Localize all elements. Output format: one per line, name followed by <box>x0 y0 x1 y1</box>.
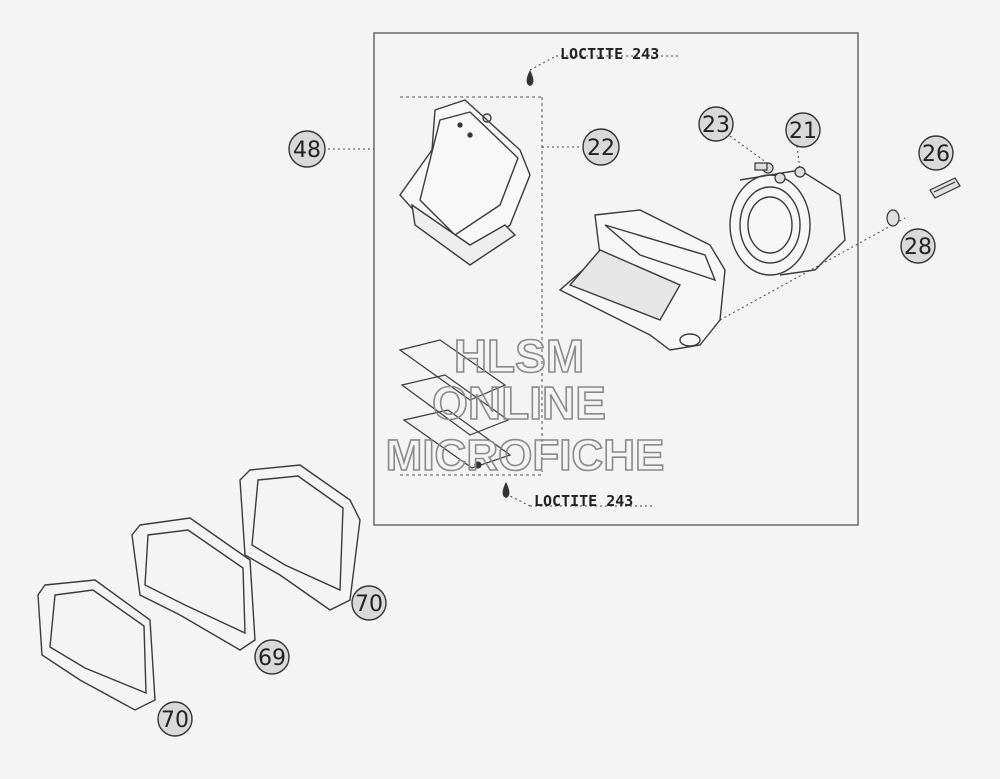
watermark-line2: ONLINE <box>432 377 606 429</box>
callout-23[interactable]: 23 <box>698 106 734 142</box>
callout-21[interactable]: 21 <box>785 112 821 148</box>
loctite-note-top: LOCTITE 243 <box>560 45 659 63</box>
watermark-line3: MICROFICHE <box>386 431 665 480</box>
clamp-screws <box>754 162 806 184</box>
leader-lines <box>328 55 906 507</box>
gasket-middle <box>131 517 256 651</box>
washer-part <box>886 209 900 227</box>
callout-69[interactable]: 69 <box>254 639 290 675</box>
callout-28[interactable]: 28 <box>900 228 936 264</box>
callout-26[interactable]: 26 <box>918 135 954 171</box>
assembly-frame <box>373 32 859 526</box>
callout-26-label: 26 <box>922 142 950 167</box>
callout-22-label: 22 <box>587 136 615 161</box>
callout-70-lower-label: 70 <box>161 708 189 733</box>
watermark: HLSM ONLINE MICROFICHE <box>385 329 665 481</box>
reed-block-housing <box>558 209 726 351</box>
reed-petal-assembly <box>399 99 531 266</box>
callout-70-lower[interactable]: 70 <box>157 701 193 737</box>
reed-petals-lower <box>398 339 512 469</box>
loctite-drop-bottom <box>502 482 510 498</box>
gasket-front <box>37 579 156 711</box>
gasket-back <box>239 464 361 611</box>
loctite-note-bottom: LOCTITE 243 <box>534 492 633 510</box>
reed-subassembly-bracket <box>400 96 543 476</box>
callout-23-label: 23 <box>702 113 730 138</box>
watermark-line1: HLSM <box>454 330 584 382</box>
callout-21-label: 21 <box>789 119 817 144</box>
intake-boot <box>729 169 846 276</box>
callout-48[interactable]: 48 <box>288 130 326 168</box>
callout-70-upper-label: 70 <box>355 592 383 617</box>
callout-69-label: 69 <box>258 646 286 671</box>
callout-22[interactable]: 22 <box>582 128 620 166</box>
bolt-part <box>929 177 961 199</box>
callout-70-upper[interactable]: 70 <box>351 585 387 621</box>
callout-48-label: 48 <box>293 138 321 163</box>
callout-28-label: 28 <box>904 235 932 260</box>
loctite-drop-top <box>526 70 534 86</box>
